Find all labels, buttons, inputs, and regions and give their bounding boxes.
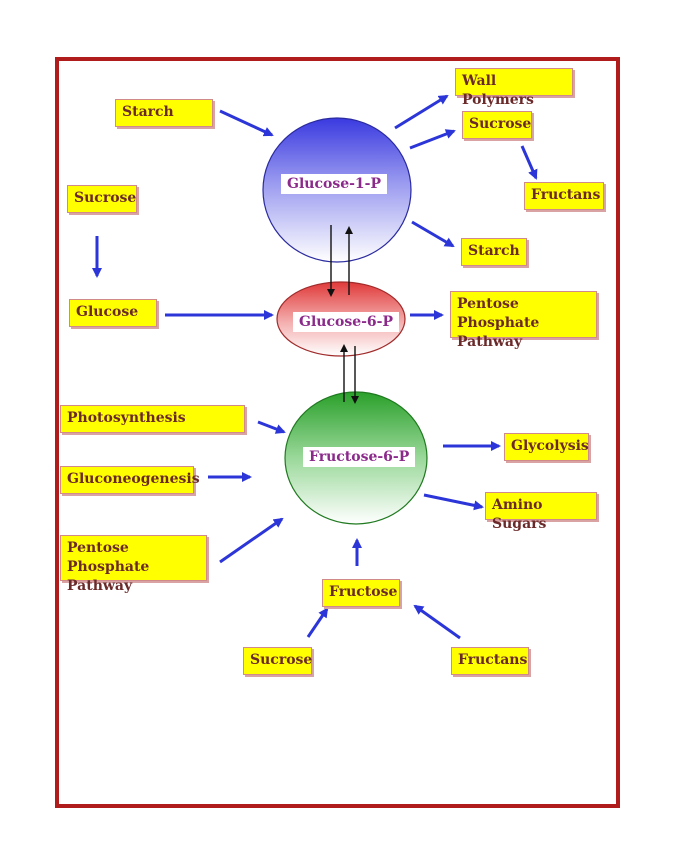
glucose-box: Glucose [69, 299, 157, 327]
arrow-ppp-to-f6p [219, 517, 284, 564]
arrow-fructans-to-fructose [413, 604, 461, 640]
sucrose-bottom-box: Sucrose [243, 647, 312, 675]
glucose-1-p-label: Glucose-1-P [281, 174, 387, 194]
wall-polymers-box: Wall Polymers [455, 68, 573, 108]
glucose-6-p-label: Glucose-6-P [293, 312, 399, 332]
gluconeogenesis-box: Gluconeogenesis [60, 466, 200, 494]
glycolysis-box: Glycolysis [504, 433, 589, 461]
photosynthesis-box: Photosynthesis [60, 405, 245, 433]
starch-output-box: Starch [461, 238, 527, 266]
sucrose-output-box: Sucrose [462, 111, 532, 139]
arrow-g1p-to-wall-polymers [394, 94, 449, 130]
fructans-bottom-box: Fructans [451, 647, 529, 675]
amino-sugars-box: Amino Sugars [485, 492, 597, 532]
fructans-output-box: Fructans [524, 182, 604, 210]
arrow-g1p-to-starch [411, 220, 455, 248]
arrow-sucrose-to-fructans [520, 145, 538, 180]
starch-input-box: Starch [115, 99, 213, 127]
fructose-box: Fructose [322, 579, 400, 607]
arrow-g1p-to-sucrose [409, 129, 456, 150]
arrow-f6p-to-amino-sugars [423, 493, 484, 511]
pentose-phosphate-output-box: Pentose Phosphate Pathway [450, 291, 597, 350]
arrow-sucrose-to-fructose [306, 607, 329, 638]
arrow-starch-to-g1p [219, 109, 274, 137]
fructose-6-p-label: Fructose-6-P [303, 447, 416, 467]
pentose-phosphate-input-box: Pentose Phosphate Pathway [60, 535, 207, 594]
sucrose-left-box: Sucrose [67, 185, 137, 213]
arrow-photosynthesis-to-f6p [257, 420, 286, 434]
